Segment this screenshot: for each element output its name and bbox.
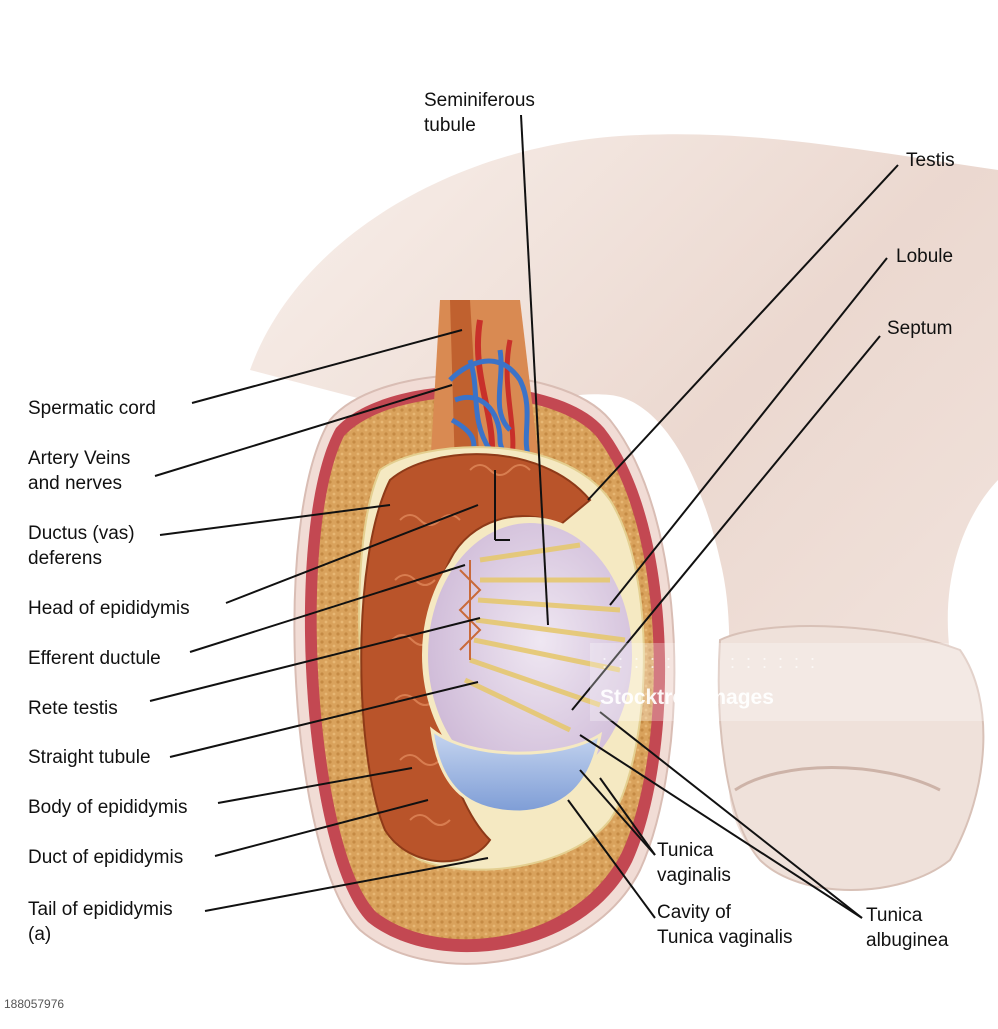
label-line: Tunica vaginalis (657, 927, 793, 948)
label-artery-veins-nerves: Artery Veins and nerves (28, 446, 130, 496)
label-line: vaginalis (657, 865, 731, 886)
leader-line (567, 799, 656, 919)
leader-line (149, 617, 481, 702)
leader-line (599, 711, 863, 919)
label-lobule: Lobule (896, 244, 953, 269)
leader-line (204, 857, 489, 912)
glans (717, 625, 985, 891)
watermark-brand: Stocktrek Images (600, 686, 774, 709)
label-head-of-epididymis: Head of epididymis (28, 596, 190, 621)
image-id: 188057976 (4, 997, 65, 1011)
label-line: deferens (28, 548, 102, 569)
watermark-grid: : : : : : : : : : : : : : : (602, 652, 819, 672)
label-tunica-albuginea: Tunica albuginea (866, 903, 948, 953)
label-cavity-of-tunica-vaginalis: Cavity of Tunica vaginalis (657, 900, 793, 950)
leader-line (169, 681, 479, 758)
leader-line (587, 164, 899, 501)
leader-line (159, 504, 391, 536)
label-ductus-deferens: Ductus (vas) deferens (28, 521, 135, 571)
label-line: Testis (906, 150, 955, 171)
cavity-of-tunica-vaginalis (430, 726, 603, 814)
leader-line (571, 335, 881, 711)
leader-line (579, 734, 863, 919)
watermark-band (590, 643, 998, 721)
label-efferent-ductule: Efferent ductule (28, 646, 161, 671)
label-line: tubule (424, 115, 476, 136)
label-line: (a) (28, 924, 52, 945)
label-line: Duct of epididymis (28, 847, 184, 868)
label-rete-testis: Rete testis (28, 696, 118, 721)
label-line: Efferent ductule (28, 648, 161, 669)
leader-line (609, 257, 888, 606)
label-line: Spermatic cord (28, 398, 156, 419)
label-straight-tubule: Straight tubule (28, 745, 151, 770)
leader-line (217, 767, 413, 804)
label-septum: Septum (887, 316, 952, 341)
label-line: Tunica (866, 905, 923, 926)
label-line: Rete testis (28, 698, 118, 719)
leader-line (191, 329, 463, 404)
label-line: and nerves (28, 473, 123, 494)
label-spermatic-cord: Spermatic cord (28, 396, 156, 421)
label-tail-of-epididymis: Tail of epididymis (a) (28, 897, 173, 947)
label-line: Artery Veins (28, 448, 131, 469)
leader-line (599, 777, 656, 856)
label-line: Straight tubule (28, 747, 151, 768)
rete-testis (458, 560, 482, 660)
label-line: albuginea (866, 930, 949, 951)
label-tunica-vaginalis: Tunica vaginalis (657, 838, 731, 888)
leader-line (579, 769, 656, 856)
label-line: Ductus (vas) (28, 523, 135, 544)
leader-line (154, 384, 453, 477)
leader-line (189, 564, 466, 653)
label-testis: Testis (906, 148, 955, 173)
label-line: Septum (887, 318, 953, 339)
label-seminiferous-tubule: Seminiferous tubule (424, 88, 535, 138)
label-line: Tail of epididymis (28, 899, 173, 920)
label-line: Body of epididymis (28, 797, 188, 818)
leader-line (520, 114, 549, 626)
leader-line (214, 799, 429, 857)
label-line: Tunica (657, 840, 714, 861)
label-line: Head of epididymis (28, 598, 190, 619)
leader-line (225, 504, 479, 604)
label-line: Cavity of (657, 902, 731, 923)
label-line: Lobule (896, 246, 954, 267)
label-line: Seminiferous (424, 90, 535, 111)
label-body-of-epididymis: Body of epididymis (28, 795, 187, 820)
label-duct-of-epididymis: Duct of epididymis (28, 845, 183, 870)
